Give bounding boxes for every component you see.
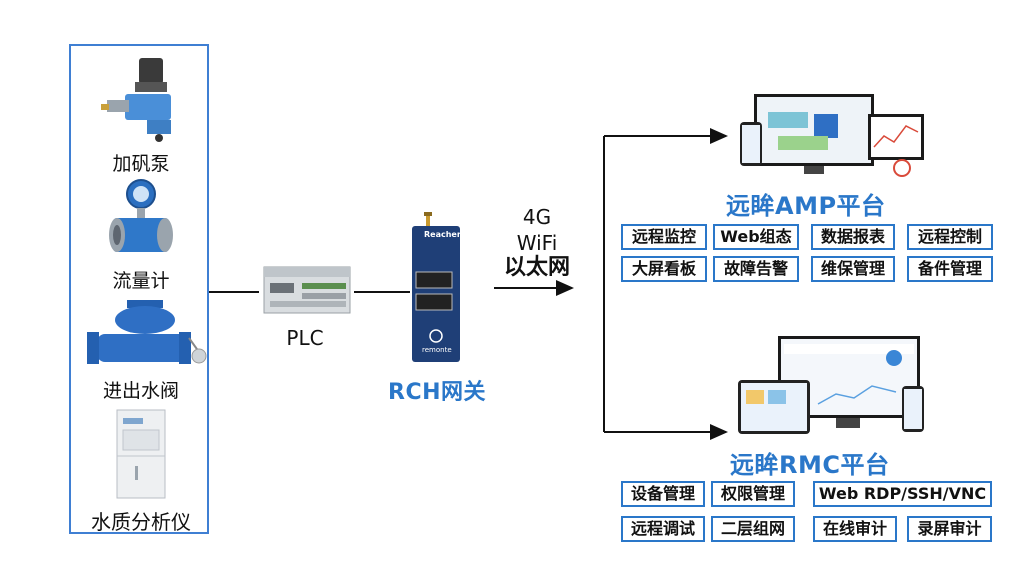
uplink-ethernet: 以太网 [503,255,570,280]
rmc-feature: 权限管理 [711,481,795,507]
device-label: 进出水阀 [102,380,179,402]
amp-feature: 故障告警 [713,256,799,282]
gateway-label: RCH网关 [388,380,486,405]
connection-arrows [494,128,728,440]
rmc-feature: 远程调试 [621,516,705,542]
rmc-feature: 二层组网 [711,516,795,542]
amp-feature: 数据报表 [811,224,895,250]
device-label: 流量计 [112,270,170,292]
flow-meter-icon [109,179,173,252]
rmc-feature: 设备管理 [621,481,705,507]
water-valve-icon [87,300,207,364]
field-devices-panel: 加矾泵 流量计 进出水阀 水质分析仪 [69,44,209,534]
uplink-wifi: WiFi [516,231,558,255]
uplink-4g: 4G [522,205,552,229]
amp-feature: 维保管理 [811,256,895,282]
amp-feature: 大屏看板 [621,256,707,282]
rch-gateway-icon [412,212,460,362]
device-label: 水质分析仪 [91,510,191,534]
rmc-feature: Web RDP/SSH/VNC [813,481,992,507]
water-quality-analyzer-icon [116,409,166,499]
gateway-brand: Reacher [424,230,461,239]
gateway-maker: remonte [422,346,452,354]
connector-line [354,291,410,293]
amp-platform-screens-icon [740,94,924,177]
plc-label: PLC [286,326,324,350]
dosing-pump-icon [101,58,171,142]
amp-feature: Web组态 [713,224,799,250]
rmc-feature: 在线审计 [813,516,897,542]
rmc-platform-screens-icon [738,336,924,434]
connector-line [209,291,259,293]
amp-feature: 备件管理 [907,256,993,282]
device-label: 加矾泵 [112,153,170,175]
amp-feature: 远程监控 [621,224,707,250]
amp-feature: 远程控制 [907,224,993,250]
rmc-feature: 录屏审计 [907,516,992,542]
rmc-title: 远眸RMC平台 [730,451,890,479]
plc-icon [263,266,351,314]
amp-title: 远眸AMP平台 [726,192,886,220]
